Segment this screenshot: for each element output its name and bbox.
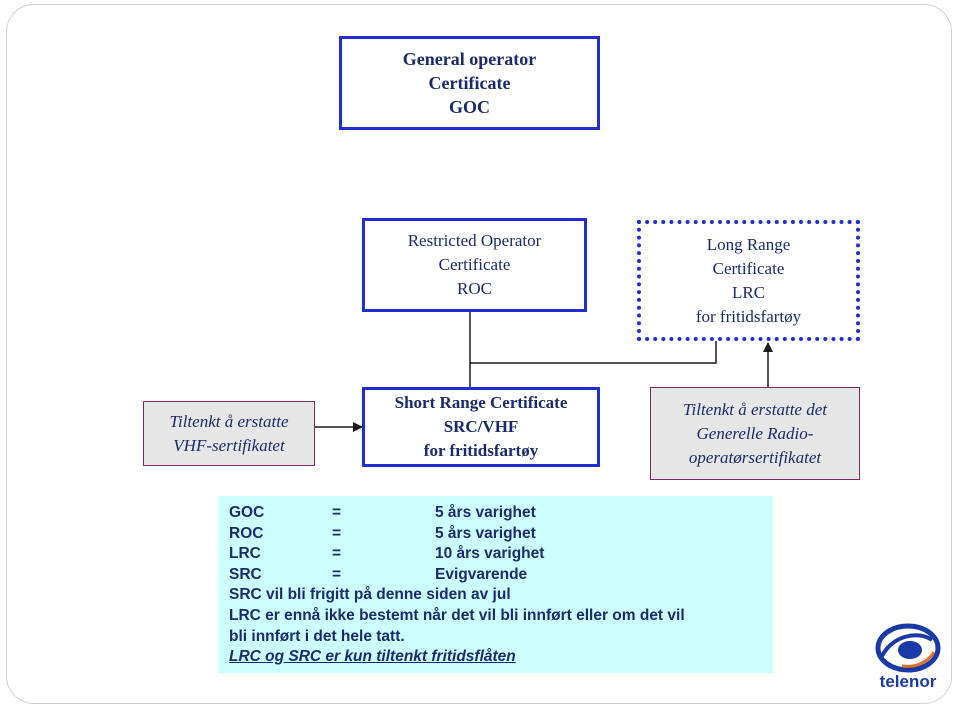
lrc-line-1: Long Range [706, 234, 791, 254]
note-right-line-3: operatørsertifikatet [688, 447, 822, 467]
lrc-line-3: LRC [731, 282, 766, 302]
info-line-lrc-status: LRC er ennå ikke bestemt når det vil bli… [229, 606, 685, 624]
info-equals: = [332, 565, 342, 583]
src-line-1: Short Range Certificate [394, 393, 568, 412]
info-value: 5 års varighet [435, 504, 536, 521]
note-right-line-1: Tiltenkt å erstatte det [682, 399, 827, 419]
lrc-line-4: for fritidsfartøy [695, 306, 802, 326]
info-equals: = [332, 504, 342, 521]
src-box: Short Range Certificate SRC/VHF for frit… [362, 387, 600, 467]
info-row-goc: GOC = 5 års varighet [229, 503, 761, 524]
roc-line-3: ROC [457, 279, 492, 298]
lrc-box: Long Range Certificate LRC for fritidsfa… [637, 220, 860, 341]
info-key: ROC [229, 524, 264, 542]
slide-frame [6, 4, 952, 704]
note-vhf-replacement: Tiltenkt å erstatte VHF-sertifikatet [143, 401, 315, 466]
info-line-lrc-status-cont: bli innført i det hele tatt. [229, 627, 405, 645]
roc-box: Restricted Operator Certificate ROC [362, 218, 587, 312]
goc-line-1: General operator [402, 49, 537, 69]
info-row-src: SRC = Evigvarende [229, 565, 761, 586]
note-left-line-2: VHF-sertifikatet [173, 435, 285, 455]
info-value: Evigvarende [435, 565, 528, 583]
info-equals: = [332, 545, 342, 563]
info-row-lrc: LRC = 10 års varighet [229, 544, 761, 565]
info-line-src-release: SRC vil bli frigitt på denne siden av ju… [229, 586, 511, 604]
info-value: 5 års varighet [435, 524, 536, 542]
note-left-line-1: Tiltenkt å erstatte [169, 411, 289, 431]
src-line-2: SRC/VHF [443, 417, 519, 436]
roc-line-2: Certificate [438, 255, 511, 274]
info-value: 10 års varighet [435, 545, 545, 563]
info-row-roc: ROC = 5 års varighet [229, 524, 761, 545]
info-key: LRC [229, 545, 261, 563]
telenor-logo: telenor [872, 622, 944, 698]
goc-line-3: GOC [448, 97, 490, 117]
telenor-wordmark: telenor [879, 672, 937, 691]
telenor-swirl-icon [875, 623, 941, 673]
goc-line-2: Certificate [428, 73, 511, 93]
connector-roc-to-lrc [470, 341, 717, 364]
note-right-line-2: Generelle Radio- [696, 423, 814, 443]
info-equals: = [332, 524, 342, 542]
lrc-line-2: Certificate [712, 258, 785, 278]
info-line-leisure-only: LRC og SRC er kun tiltenkt fritidsflåten [229, 648, 516, 666]
validity-info-panel: GOC = 5 års varighet ROC = 5 års varighe… [218, 496, 773, 673]
info-key: SRC [229, 565, 262, 583]
src-line-3: for fritidsfartøy [423, 441, 539, 460]
goc-box: General operator Certificate GOC [339, 36, 600, 130]
note-general-radio-replacement: Tiltenkt å erstatte det Generelle Radio-… [650, 387, 860, 480]
info-key: GOC [229, 504, 265, 521]
roc-line-1: Restricted Operator [407, 231, 542, 250]
